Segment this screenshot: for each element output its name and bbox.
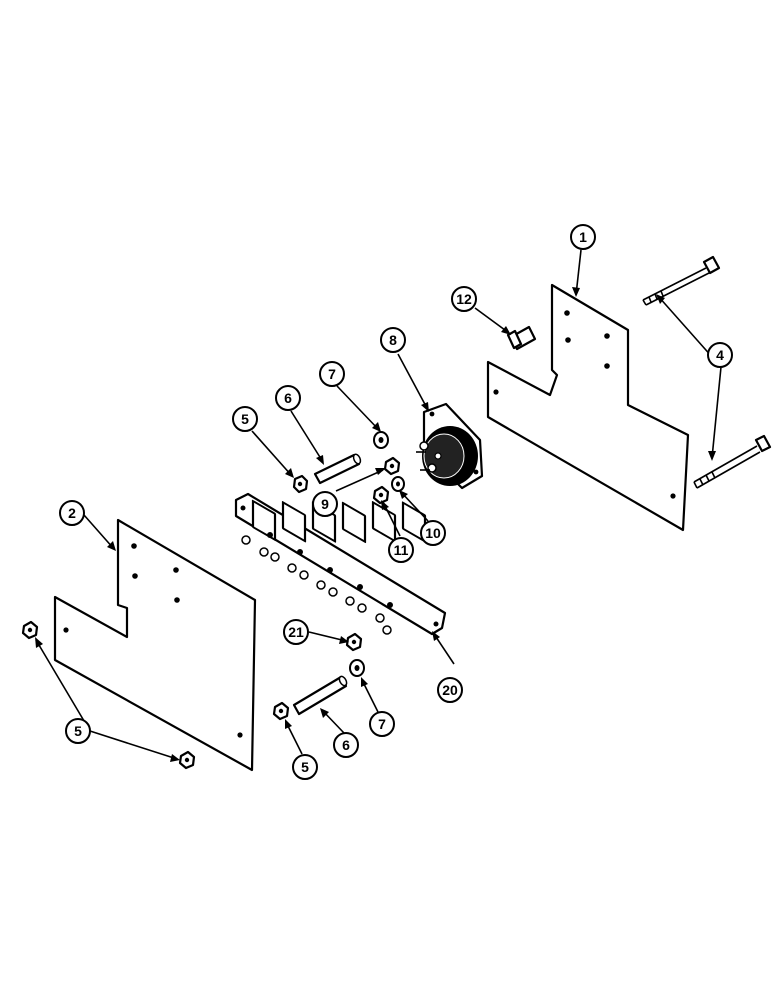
washer-lower bbox=[349, 659, 365, 677]
callout-8: 8 bbox=[380, 327, 406, 353]
spacer-tube-upper bbox=[313, 453, 362, 485]
callout-12-label: 12 bbox=[456, 291, 472, 307]
callout-5-middle: 5 bbox=[292, 754, 318, 780]
callout-9-label: 9 bbox=[321, 496, 329, 512]
solenoid bbox=[416, 402, 484, 490]
nut-11 bbox=[372, 485, 390, 505]
callout-6-upper: 6 bbox=[275, 385, 301, 411]
callout-7-upper: 7 bbox=[319, 361, 345, 387]
callout-4: 4 bbox=[707, 342, 733, 368]
mounting-plate-upper bbox=[486, 283, 690, 532]
callout-6-lower-label: 6 bbox=[342, 737, 350, 753]
circuit-breaker-bar bbox=[234, 492, 447, 636]
callout-10-label: 10 bbox=[425, 525, 441, 541]
nut-5-left-bottom bbox=[178, 750, 196, 770]
washer-10 bbox=[391, 476, 405, 492]
callout-7-lower-label: 7 bbox=[378, 716, 386, 732]
callout-20: 20 bbox=[437, 677, 463, 703]
callout-2-label: 2 bbox=[68, 505, 76, 521]
callout-7-lower: 7 bbox=[369, 711, 395, 737]
nut-5-middle bbox=[272, 701, 290, 721]
callout-12: 12 bbox=[451, 286, 477, 312]
callout-21: 21 bbox=[283, 619, 309, 645]
nut-5-upper bbox=[292, 474, 309, 494]
callout-1-label: 1 bbox=[579, 229, 587, 245]
nut-21 bbox=[345, 632, 363, 652]
callout-20-label: 20 bbox=[442, 682, 458, 698]
callout-7-upper-label: 7 bbox=[328, 366, 336, 382]
callout-11-label: 11 bbox=[394, 542, 409, 558]
callout-1: 1 bbox=[570, 224, 596, 250]
breaker-terminals bbox=[241, 532, 393, 635]
callout-5-middle-label: 5 bbox=[301, 759, 309, 775]
mounting-plate-lower bbox=[53, 518, 257, 772]
callout-21-label: 21 bbox=[288, 624, 304, 640]
callout-5-upper: 5 bbox=[232, 406, 258, 432]
callout-2: 2 bbox=[59, 500, 85, 526]
long-bolt-lower bbox=[693, 434, 772, 489]
callout-6-lower: 6 bbox=[333, 732, 359, 758]
callout-5-left-label: 5 bbox=[74, 723, 82, 739]
spacer-tube-lower bbox=[292, 675, 348, 716]
callout-6-upper-label: 6 bbox=[284, 390, 292, 406]
callout-8-label: 8 bbox=[389, 332, 397, 348]
washer-upper bbox=[373, 431, 389, 449]
callout-11: 11 bbox=[388, 537, 414, 563]
callout-5-upper-label: 5 bbox=[241, 411, 249, 427]
callout-4-label: 4 bbox=[716, 347, 724, 363]
callout-10: 10 bbox=[420, 520, 446, 546]
nut-5-left-top bbox=[21, 620, 39, 640]
long-bolt-upper bbox=[642, 255, 721, 306]
callout-5-left: 5 bbox=[65, 718, 91, 744]
callout-9: 9 bbox=[312, 491, 338, 517]
cap-screw bbox=[506, 325, 537, 351]
nut-9 bbox=[383, 456, 401, 476]
